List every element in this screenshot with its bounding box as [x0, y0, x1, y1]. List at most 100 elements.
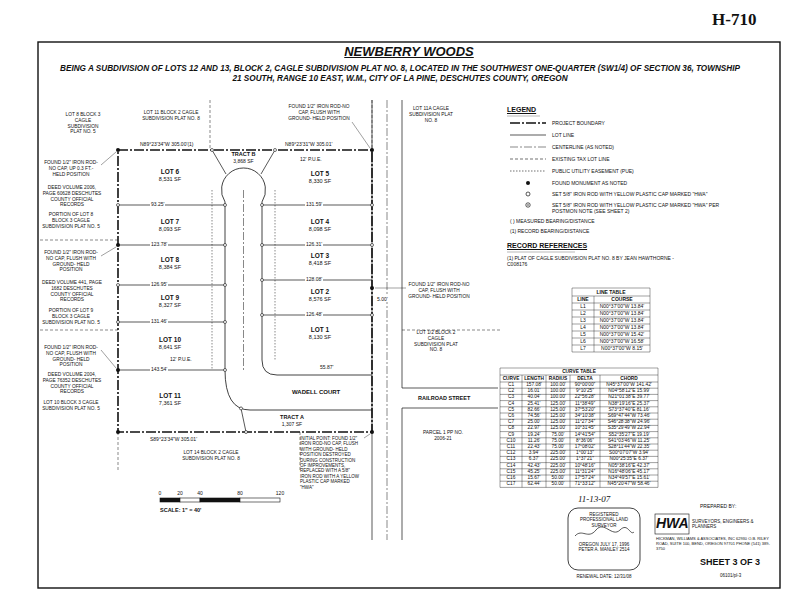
table-cell: 50.00' [546, 475, 570, 481]
table-cell: LENGTH [522, 375, 546, 382]
plat-note: INITIAL POINT: FOUND 1/2" IRON ROD-NO CA… [300, 436, 362, 490]
table-cell: 1°00'13" [570, 450, 600, 456]
table-cell: 50.00' [546, 481, 570, 487]
table-cell: 11°27'34" [570, 419, 600, 425]
table-cell: 22.43' [522, 444, 546, 450]
court-centerline [243, 190, 244, 370]
table-cell: COURSE [594, 296, 650, 303]
plat-note: LOT 1/2 BLOCK 2 CAGLE SUBDIVISION PLAT N… [412, 330, 460, 353]
table-cell: 125.00' [546, 407, 570, 413]
table-cell: 22.97' [522, 425, 546, 431]
table-cell: L3 [572, 317, 594, 324]
table-cell: N00°37'00"W 13.84' [594, 324, 650, 331]
street-name: RAILROAD STREET [418, 395, 470, 402]
table-cell: C8 [500, 425, 522, 431]
legend-text: PROJECT BOUNDARY [552, 120, 605, 126]
lot-number: LOT 6 [140, 168, 200, 176]
plat-note: PORTION OF LOT 8 BLOCK 3 CAGLE SUBDIVISI… [42, 212, 100, 229]
title-block-text: HWA [656, 515, 689, 532]
dimension-label: 131.59' [305, 201, 323, 207]
table-cell: N00°37'00"W 15.42' [594, 331, 650, 338]
plat-note: DEED VOLUME 2004, PAGE 76352 DESCHUTES C… [42, 372, 102, 395]
table-cell: 10°48'16" [570, 463, 600, 469]
dimension-label: S89°23'34"W 305.01' [150, 436, 197, 442]
table-cell: 11°38'49" [570, 401, 600, 407]
table-cell: S28°11'44"W 22.35' [600, 444, 658, 450]
table-cell: 225.00' [546, 463, 570, 469]
table-cell: 45.25' [522, 469, 546, 475]
plat-note: FOUND 1/2" IRON ROD-NO CAP, FLUSH WITH G… [42, 345, 100, 368]
table-cell: 6.37' [522, 456, 546, 462]
table-cell: N00°25'35"E 6.37' [600, 456, 658, 462]
table-cell: 125.00' [546, 401, 570, 407]
lot-parcel: LOT 108,641 SF [140, 336, 200, 350]
table-cell: 40.04' [522, 394, 546, 400]
table-cell: 16.01' [522, 388, 546, 394]
title-block-text: PREPARED BY: [700, 503, 736, 509]
table-cell: C6 [500, 413, 522, 419]
table-cell: 25.00' [522, 419, 546, 425]
dimension-label: N89°23'31"W 305.01' [285, 141, 332, 147]
table-cell: C14 [500, 463, 522, 469]
table-cell: N34°49'57"E 15.61' [600, 475, 658, 481]
scale-label: 20 [175, 490, 185, 496]
table-cell: 17°08'02" [570, 444, 600, 450]
table-cell: 22°56'28" [570, 394, 600, 400]
table-cell: 17°57'24" [570, 475, 600, 481]
easement-label: 12' P.U.E. [300, 156, 322, 162]
plat-note: LOT 11A CAGLE SUBDIVISION PLAT NO. 8 [408, 106, 454, 123]
legend-text: SET 5/8" IRON ROD WITH YELLOW PLASTIC CA… [552, 191, 707, 197]
leader-lines [101, 122, 406, 438]
lot-number: LOT 3 [290, 252, 350, 260]
section-heading: LEGEND [507, 106, 536, 114]
legend-text: FOUND MONUMENT AS NOTED [552, 180, 627, 186]
lot-number: LOT 2 [290, 288, 350, 296]
table-cell: C15 [500, 469, 522, 475]
title-block-text: REGISTERED PROFESSIONAL LAND SURVEYOR [572, 512, 636, 528]
table-cell: C2 [500, 388, 522, 394]
table-cell: 157.08' [522, 382, 546, 388]
table-cell: 90°00'00" [570, 382, 600, 388]
title-block-text: RENEWAL DATE: 12/31/08 [566, 574, 642, 579]
table-cell: 100.00' [546, 394, 570, 400]
project-boundary [118, 150, 372, 432]
title-block-text: OREGON JULY 17, 1996 PETER A. MANLEY 251… [572, 542, 636, 553]
table-cell: N38°19'16"E 25.37' [600, 401, 658, 407]
lot-area: 8,418 SF [290, 260, 350, 267]
table-cell: 14°41'54" [570, 432, 600, 438]
table-cell: RADIUS [546, 375, 570, 382]
lot-parcel: LOT 117,361 SF [140, 392, 200, 406]
table-cell: 62.44' [522, 481, 546, 487]
table-cell: CURVE TABLE [500, 368, 658, 375]
table-cell: C3 [500, 394, 522, 400]
table-cell: 42.43' [522, 463, 546, 469]
plat-note: LOT 11 BLOCK 2 CAGLE SUBDIVISION PLAT NO… [140, 110, 202, 122]
legend-text: EXISTING TAX LOT LINE [552, 156, 610, 162]
plat-note: DEED VOLUME 441, PAGE 1682 DESCHUTES COU… [42, 280, 102, 303]
table-cell: C5 [500, 407, 522, 413]
road-centerline [387, 100, 388, 540]
plat-note: FOUND 1/2" IRON ROD-NO CAP, FLUSH WITH G… [42, 250, 100, 273]
table-cell: N45°20'47"W 58.46' [600, 481, 658, 487]
legend-text: ( ) MEASURED BEARING/DISTANCE [510, 218, 595, 224]
scale-label: 120 [275, 490, 285, 496]
lot-area: 8,093 SF [140, 226, 200, 233]
table-cell: 34°10'38" [570, 413, 600, 419]
table-cell: N21°01'38"E 39.77' [600, 394, 658, 400]
plat-note: FOUND 1/2" IRON ROD-NO CAP, FLUSH WITH G… [408, 282, 470, 299]
table-cell: C11 [500, 444, 522, 450]
table-cell: L5 [572, 331, 594, 338]
dimension-label: 126.31' [305, 241, 323, 247]
title-block-text: HICKMAN, WILLIAMS & ASSOCIATES, INC 6293… [656, 537, 774, 551]
dimension-label: 123.78' [150, 241, 168, 247]
table-cell: S35°29'49"W 22.94' [600, 425, 658, 431]
plat-note: LOT 8 BLOCK 3 CAGLE SUBDIVISION PLAT NO.… [62, 112, 104, 135]
lot-number: TRACT A [262, 414, 322, 421]
lot-area: 8,641 SF [140, 344, 200, 351]
lot-parcel: LOT 38,418 SF [290, 252, 350, 266]
table-cell: 3.94' [522, 450, 546, 456]
lot-parcel: LOT 58,330 SF [290, 170, 350, 184]
dimension-label: 93.25' [150, 201, 165, 207]
legend-text: LOT LINE [552, 132, 574, 138]
